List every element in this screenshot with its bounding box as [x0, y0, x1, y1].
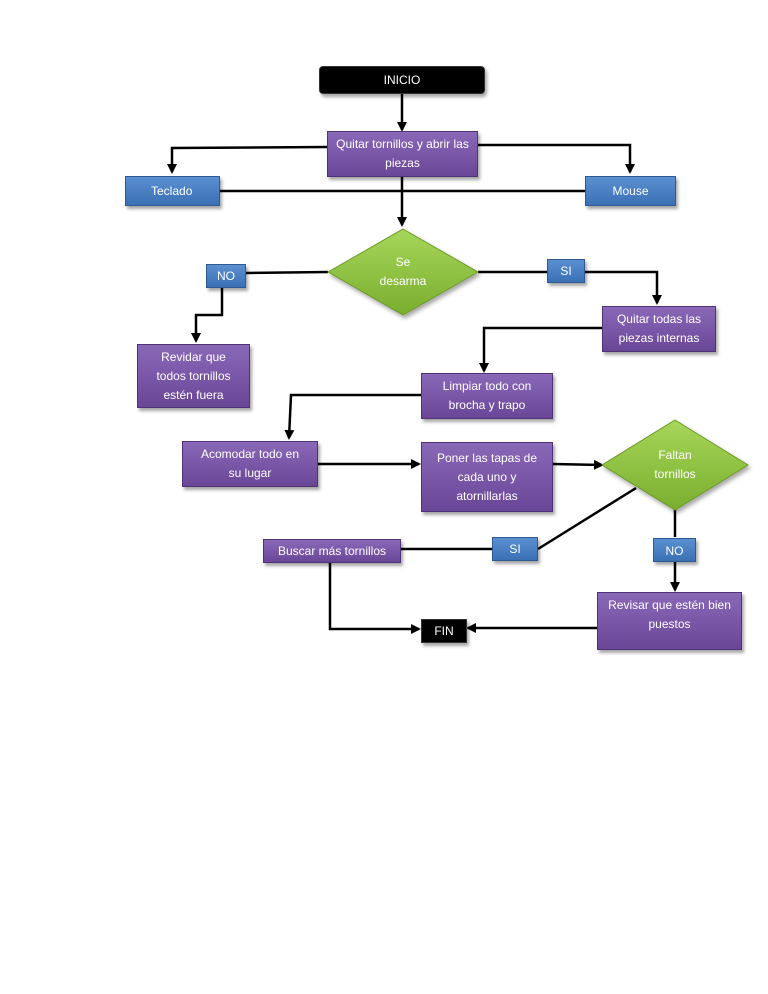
- branch-no-label-1: NO: [206, 264, 246, 288]
- process-poner-tapas: Poner las tapas de cada uno y atornillar…: [421, 442, 553, 512]
- end-label: FIN: [434, 623, 454, 638]
- arrow-limpiar-to-acomodar: [284, 393, 421, 440]
- arrow-quitar-to-teclado: [167, 145, 328, 174]
- start-node: INICIO: [319, 66, 485, 94]
- end-node: FIN: [421, 619, 467, 643]
- decision-se-desarma-label: Se desarma: [379, 255, 427, 288]
- arrow-no-to-revidar: [191, 288, 224, 343]
- process-buscar-tornillos: Buscar más tornillos: [263, 539, 401, 563]
- arrow-quitar-to-mouse: [478, 143, 635, 174]
- line-faltan-to-si: [537, 486, 637, 551]
- decision-se-desarma-shape: [326, 228, 480, 316]
- process-quitar-piezas: Quitar todas las piezas internas: [602, 306, 716, 352]
- arrow-buscar-to-fin: [328, 562, 421, 634]
- decision-faltan-tornillos-shape: [601, 419, 749, 511]
- arrow-quitar-piezas-to-limpiar: [479, 326, 602, 373]
- process-buscar-tornillos-label: Buscar más tornillos: [277, 543, 387, 558]
- process-quitar-piezas-label: Quitar todas las piezas internas: [616, 312, 702, 345]
- process-poner-tapas-label: Poner las tapas de cada uno y atornillar…: [436, 450, 538, 503]
- process-revidar-label: Revidar que todos tornillos estén fuera: [156, 349, 231, 402]
- device-teclado: Teclado: [125, 176, 220, 206]
- device-teclado-label: Teclado: [151, 183, 193, 198]
- branch-si-label-2: SI: [492, 537, 538, 561]
- process-quitar-tornillos-label: Quitar tornillos y abrir las piezas: [336, 137, 469, 170]
- line-desarma-to-no: [244, 270, 329, 275]
- start-label: INICIO: [383, 72, 421, 87]
- arrow-poner-to-faltan: [552, 459, 604, 470]
- process-limpiar-label: Limpiar todo con brocha y trapo: [442, 379, 532, 412]
- branch-si-label-1: SI: [547, 259, 585, 283]
- branch-no-label-2: NO: [653, 538, 696, 562]
- process-acomodar-label: Acomodar todo en su lugar: [200, 447, 300, 480]
- arrow-si-to-quitar-piezas: [585, 270, 662, 305]
- process-revisar: Revisar que estén bien puestos: [597, 592, 742, 650]
- process-revisar-label: Revisar que estén bien puestos: [608, 598, 731, 631]
- decision-faltan-tornillos-label: Faltan tornillos: [654, 448, 696, 481]
- process-revidar: Revidar que todos tornillos estén fuera: [137, 344, 250, 408]
- device-mouse: Mouse: [585, 176, 676, 206]
- process-limpiar: Limpiar todo con brocha y trapo: [421, 373, 553, 419]
- process-quitar-tornillos: Quitar tornillos y abrir las piezas: [327, 131, 478, 177]
- device-mouse-label: Mouse: [612, 183, 649, 198]
- process-acomodar: Acomodar todo en su lugar: [182, 441, 318, 487]
